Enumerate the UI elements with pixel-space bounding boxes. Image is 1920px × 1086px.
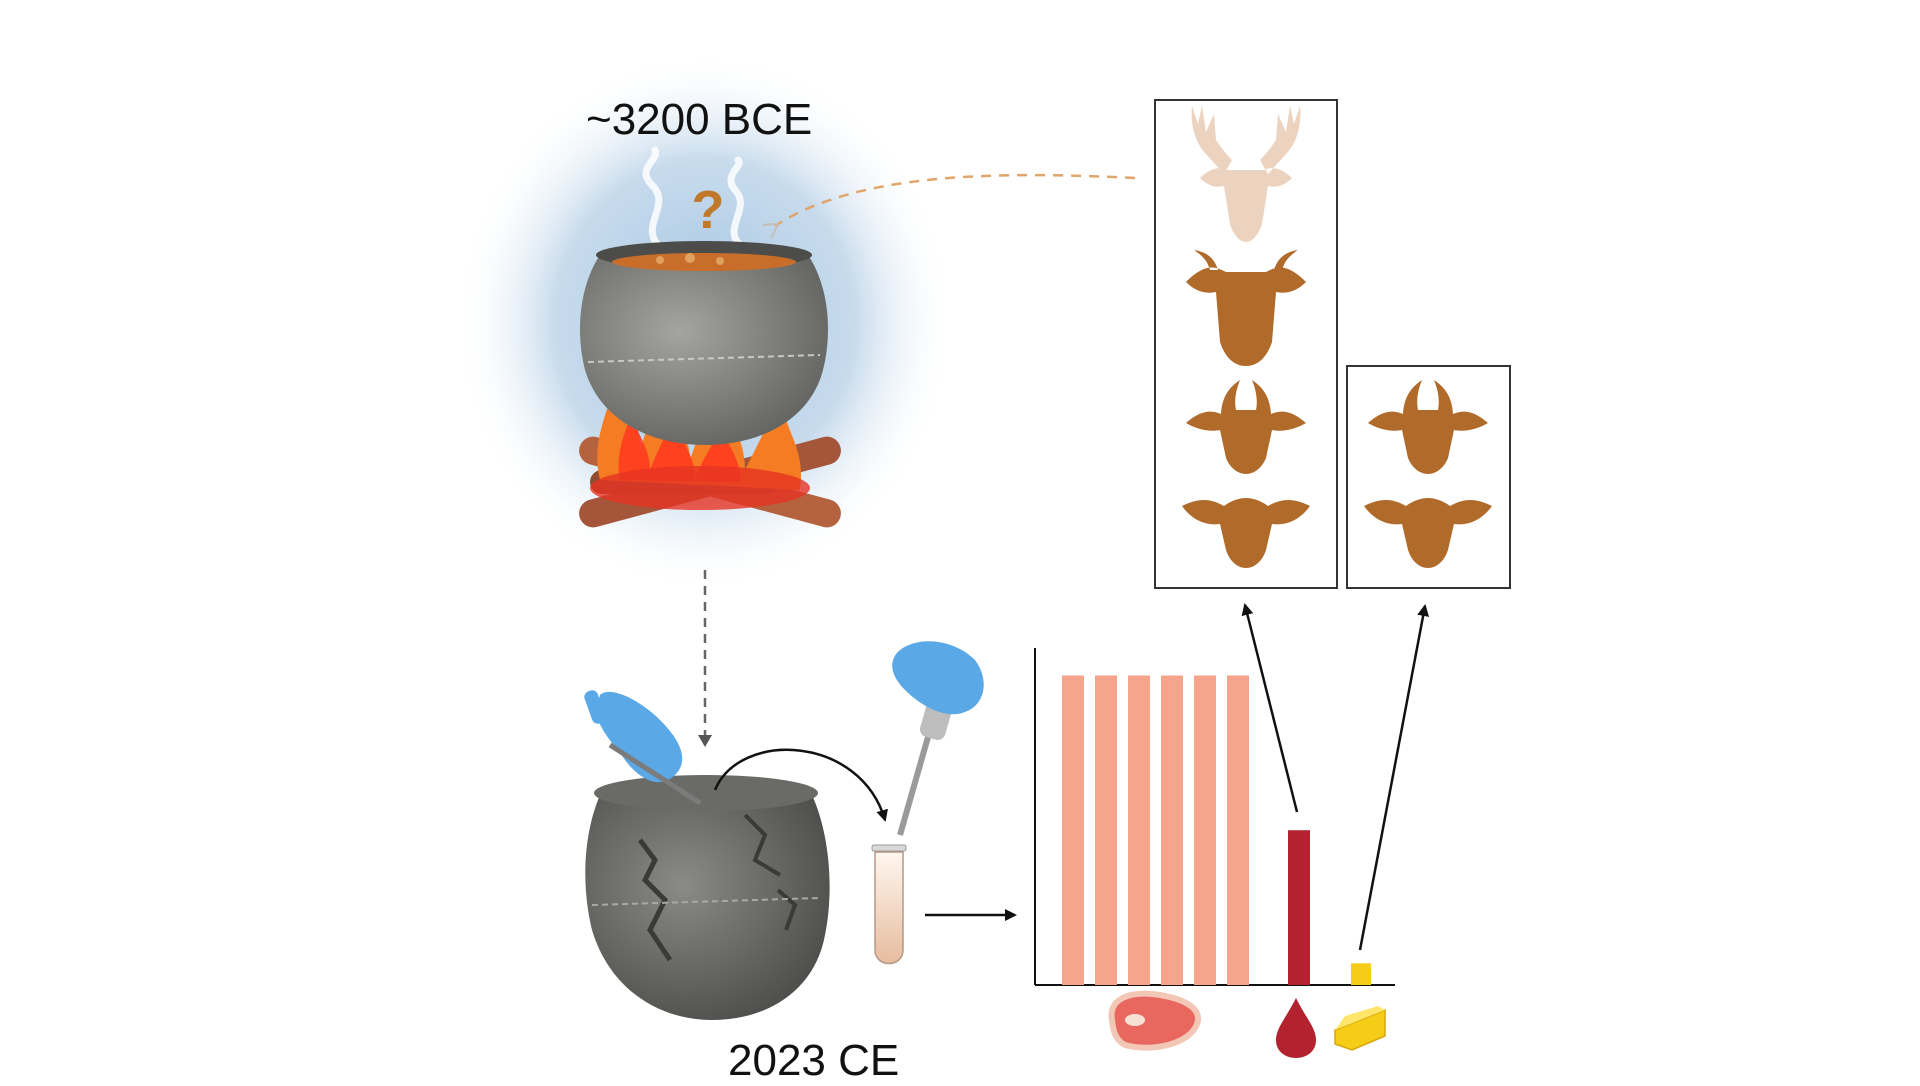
- bar-meat-4: [1161, 675, 1183, 985]
- gloved-hand-pipette-icon: [892, 641, 984, 715]
- bar-meat-3: [1128, 675, 1150, 985]
- biomolecule-bar-chart: [1034, 648, 1395, 986]
- bar-blood: [1288, 830, 1310, 985]
- pipette-icon: [892, 641, 984, 836]
- steam-icon: [642, 146, 744, 249]
- arrow-blood-to-panel-1: [1241, 603, 1299, 813]
- sheep-head-icon: [1182, 498, 1310, 568]
- bar-meat-2: [1095, 675, 1117, 985]
- animal-panel-dairy: [1346, 365, 1511, 589]
- gloved-hand-scraper-icon: [584, 690, 702, 806]
- sheep-head-icon: [1364, 498, 1492, 568]
- question-mark: ?: [692, 180, 725, 240]
- goat-head-icon: [1368, 380, 1488, 474]
- sample-transfer-arrow: [713, 748, 888, 822]
- dashed-arrow-to-ancient-pot: [775, 173, 1136, 226]
- fire-flames-icon: [590, 380, 810, 510]
- meat-icon: [1108, 990, 1202, 1051]
- arrow-dairy-to-panel-2: [1358, 604, 1430, 951]
- bar-meat-5: [1194, 675, 1216, 985]
- modern-era-label: 2023 CE: [728, 1036, 900, 1085]
- deer-head-icon: [1191, 106, 1301, 242]
- ancient-era-label: ~3200 BCE: [586, 95, 813, 144]
- blood-drop-icon: [1276, 998, 1316, 1058]
- cheese-icon: [1334, 1006, 1386, 1051]
- sample-tube-icon: [871, 844, 907, 965]
- animal-panel-blood: [1154, 99, 1338, 589]
- goat-head-icon: [1186, 380, 1306, 474]
- bar-dairy: [1351, 963, 1371, 985]
- cow-head-icon: [1186, 250, 1306, 366]
- bar-meat-6: [1227, 675, 1249, 985]
- broken-pottery-vessel: [585, 775, 830, 1020]
- ancient-cooking-pot: [580, 241, 828, 445]
- bar-meat-1: [1062, 675, 1084, 985]
